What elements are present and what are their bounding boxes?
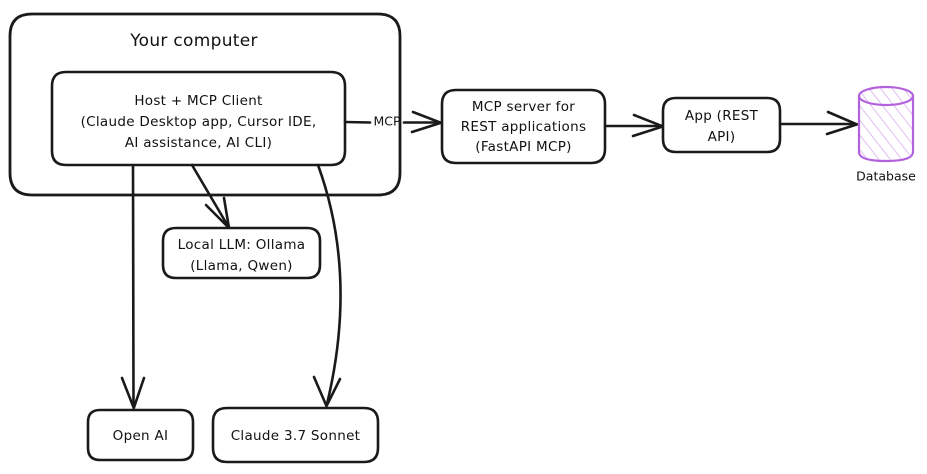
host-line-2: (Claude Desktop app, Cursor IDE,: [81, 114, 317, 130]
edge-host-llm-line: [190, 163, 230, 228]
node-host-mcp-client[interactable]: Host + MCP Client (Claude Desktop app, C…: [50, 70, 347, 167]
database-fill: [859, 87, 913, 161]
node-claude-37-sonnet[interactable]: Claude 3.7 Sonnet: [211, 406, 380, 464]
database-cylinder-body: [857, 94, 915, 163]
local-llm-line-1: Local LLM: Ollama: [178, 237, 306, 253]
mcp-server-line-3: (FastAPI MCP): [475, 139, 571, 155]
edge-host-openai-line: [131, 163, 135, 408]
node-local-llm-ollama[interactable]: Local LLM: Ollama (Llama, Qwen): [161, 226, 322, 280]
database-caption: Database: [856, 169, 916, 184]
claude-box-border: [211, 406, 380, 464]
edge-host-claude-line: [316, 163, 342, 406]
host-line-3: AI assistance, AI CLI): [125, 135, 272, 151]
edge-host-mcp-segment-left: [343, 120, 372, 124]
app-line-1: App (REST: [685, 108, 759, 124]
edge-host-claude-arrowhead: [312, 375, 342, 408]
local-llm-box-border: [161, 226, 322, 280]
edge-host-openai-arrowhead: [120, 376, 146, 410]
edge-app-db-arrowhead: [825, 110, 859, 136]
app-box-border: [661, 96, 782, 154]
node-app-rest-api[interactable]: App (REST API): [661, 96, 782, 154]
local-llm-line-2: (Llama, Qwen): [190, 258, 293, 274]
node-mcp-server[interactable]: MCP server for REST applications (FastAP…: [440, 88, 607, 165]
node-open-ai[interactable]: Open AI: [86, 408, 195, 462]
edge-app-to-database: [778, 110, 859, 136]
edge-mcp-server-to-app: [603, 113, 665, 138]
app-line-2: API): [708, 129, 736, 145]
host-line-1: Host + MCP Client: [134, 93, 262, 109]
mcp-server-line-1: MCP server for: [472, 99, 575, 115]
your-computer-label: Your computer: [129, 31, 258, 51]
database-cylinder-top: [857, 85, 915, 107]
edge-label-mcp: MCP: [373, 114, 401, 129]
node-database[interactable]: Database: [856, 85, 916, 184]
mcp-server-line-2: REST applications: [461, 119, 587, 135]
open-ai-box-border: [86, 408, 195, 462]
edge-host-to-open-ai: [120, 163, 146, 410]
edge-host-llm-arrowhead: [204, 196, 231, 230]
edge-host-to-claude: [312, 163, 342, 408]
mcp-server-box-border: [440, 88, 607, 165]
edge-host-to-mcp-server: MCP: [343, 110, 443, 134]
open-ai-label: Open AI: [113, 428, 169, 444]
claude-label: Claude 3.7 Sonnet: [231, 428, 361, 444]
host-box-border: [50, 70, 347, 167]
